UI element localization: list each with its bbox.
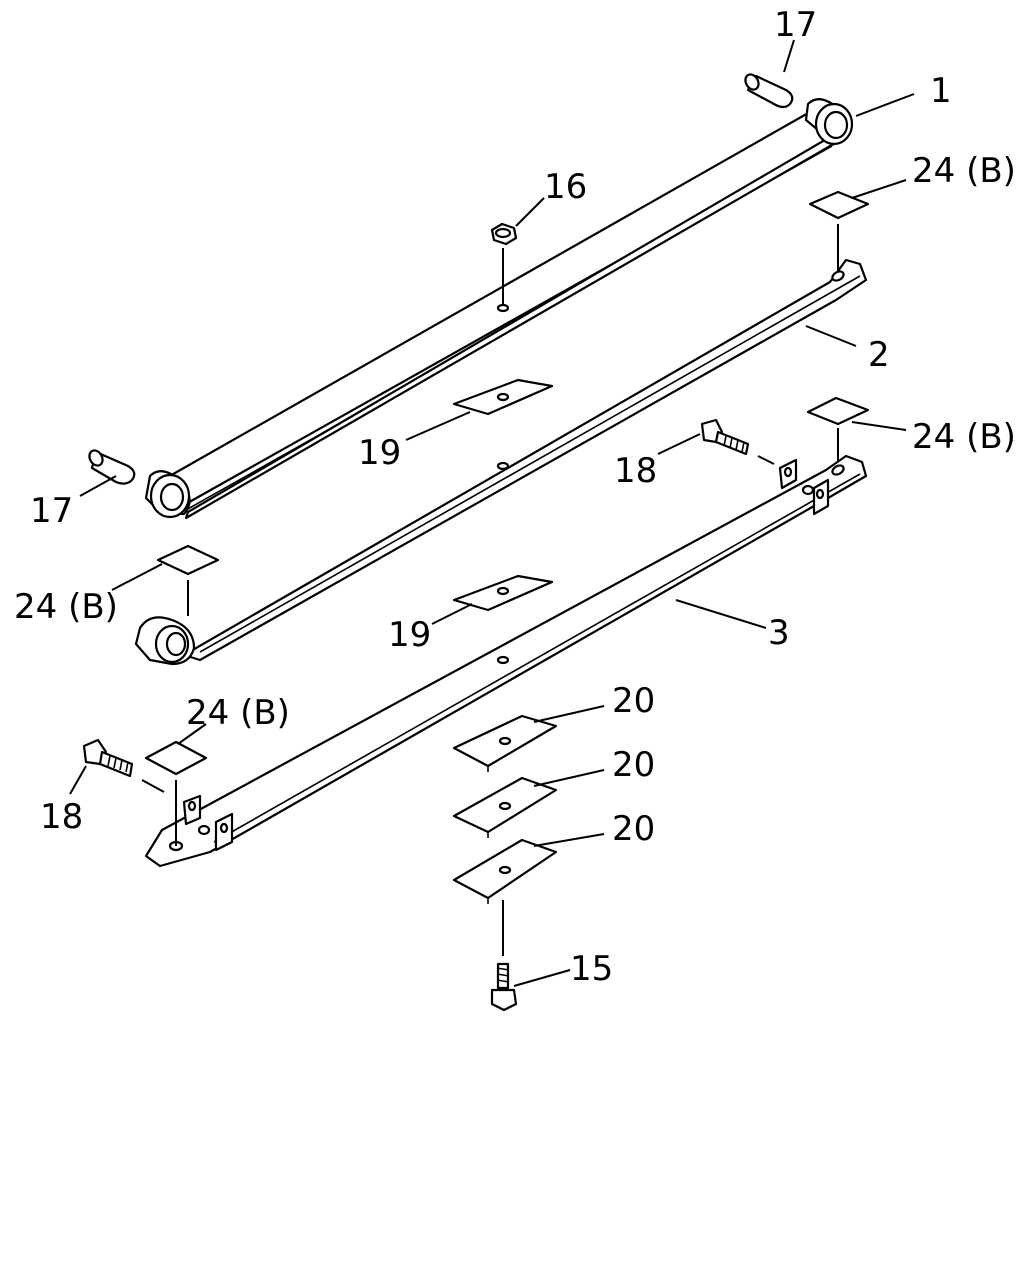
callout-24b-top: 24 (B) — [912, 151, 1016, 191]
callout-18-right: 18 — [614, 451, 657, 491]
leaf-2-eye[interactable] — [134, 616, 196, 666]
callout-24b-lower-left: 24 (B) — [186, 693, 290, 733]
callout-20-middle: 20 — [612, 745, 655, 785]
bolt-part-18-left[interactable] — [82, 738, 134, 778]
pad-24b-lower-left[interactable] — [144, 740, 208, 846]
callout-15: 15 — [570, 949, 613, 989]
leaf-part-3[interactable] — [144, 454, 868, 868]
shim-part-20-middle[interactable] — [452, 776, 558, 838]
spring-eye-rear[interactable] — [144, 470, 191, 519]
leaf-part-2[interactable] — [182, 258, 868, 662]
shim-part-20-top[interactable] — [452, 714, 558, 772]
bushing-pin-left[interactable] — [87, 448, 136, 485]
callout-17-left: 17 — [30, 491, 73, 531]
callout-18-left: 18 — [40, 797, 83, 837]
callout-24b-right: 24 (B) — [912, 417, 1016, 457]
callout-16: 16 — [544, 167, 587, 207]
main-leaf-part-1[interactable] — [166, 110, 846, 520]
nut-part-16[interactable] — [490, 222, 518, 304]
bolt-part-15[interactable] — [490, 900, 518, 1012]
leaf-3-clip-left[interactable] — [182, 794, 234, 852]
leaf-3-clip-right[interactable] — [778, 458, 830, 516]
bushing-pin-top[interactable] — [743, 72, 794, 109]
callout-1: 1 — [930, 71, 952, 111]
spring-eye-front[interactable] — [804, 98, 854, 146]
pad-24b-right-middle[interactable] — [806, 396, 870, 468]
callout-3: 3 — [768, 613, 790, 653]
callout-20-top: 20 — [612, 681, 655, 721]
callout-19-upper: 19 — [358, 433, 401, 473]
pad-19-lower[interactable] — [452, 574, 554, 612]
pad-19-upper[interactable] — [452, 378, 554, 416]
bolt-part-18-right[interactable] — [700, 418, 750, 456]
pad-24b-left[interactable] — [156, 544, 220, 616]
callout-19-lower: 19 — [388, 615, 431, 655]
callout-20-bottom: 20 — [612, 809, 655, 849]
callout-24b-left: 24 (B) — [14, 587, 118, 627]
callout-2: 2 — [868, 335, 890, 375]
callout-17-top: 17 — [774, 5, 817, 45]
leader-lines — [69, 39, 915, 987]
shim-part-20-bottom[interactable] — [452, 838, 558, 904]
